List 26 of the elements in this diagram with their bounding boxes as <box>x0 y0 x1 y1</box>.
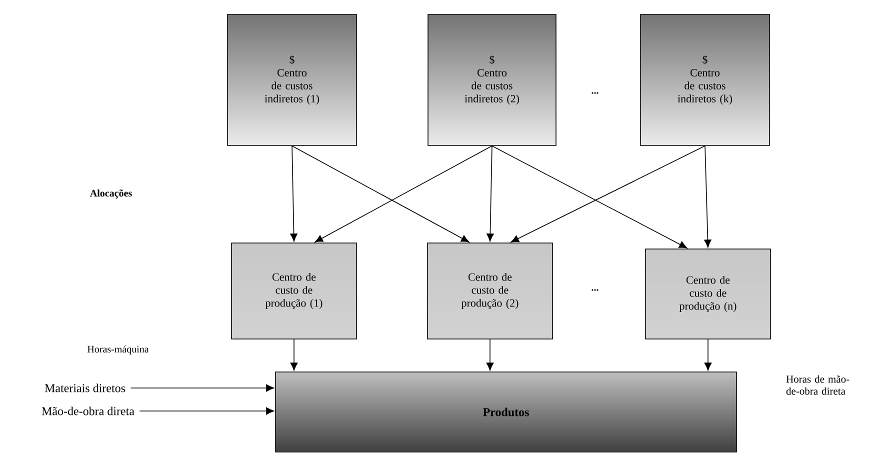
machine-hours-label: Horas-máquina <box>87 345 149 355</box>
arrow <box>130 384 274 392</box>
ellipsis: ... <box>592 92 598 94</box>
arrow <box>314 146 492 242</box>
arrow <box>510 146 706 242</box>
arrow <box>704 339 712 371</box>
production-box: Centro de custo de produção (1) <box>231 242 357 340</box>
input-label: Materiais diretos <box>44 384 126 392</box>
arrow <box>290 339 298 371</box>
arrow <box>486 339 494 371</box>
cost-center-box: $ Centro de custos indiretos (k) <box>640 14 770 146</box>
labor-hours-label: Horas de mão-de-obra direta <box>786 375 850 395</box>
cost-center-box: $ Centro de custos indiretos (2) <box>428 14 556 146</box>
arrow <box>704 146 712 248</box>
input-label: Mão-de-obra direta <box>42 406 134 416</box>
production-box: Centro de custo de produção (2) <box>427 242 553 340</box>
allocation-label: Alocações <box>90 189 132 198</box>
production-box: Centro de custo de produção (n) <box>645 248 771 340</box>
arrow <box>290 146 298 242</box>
arrow <box>486 146 494 242</box>
arrow <box>292 146 470 242</box>
arrow <box>139 407 274 415</box>
products-bar: Produtos <box>275 372 737 452</box>
ellipsis: ... <box>592 289 598 291</box>
cost-center-box: $ Centro de custos indiretos (1) <box>227 14 357 146</box>
arrow <box>492 146 688 248</box>
